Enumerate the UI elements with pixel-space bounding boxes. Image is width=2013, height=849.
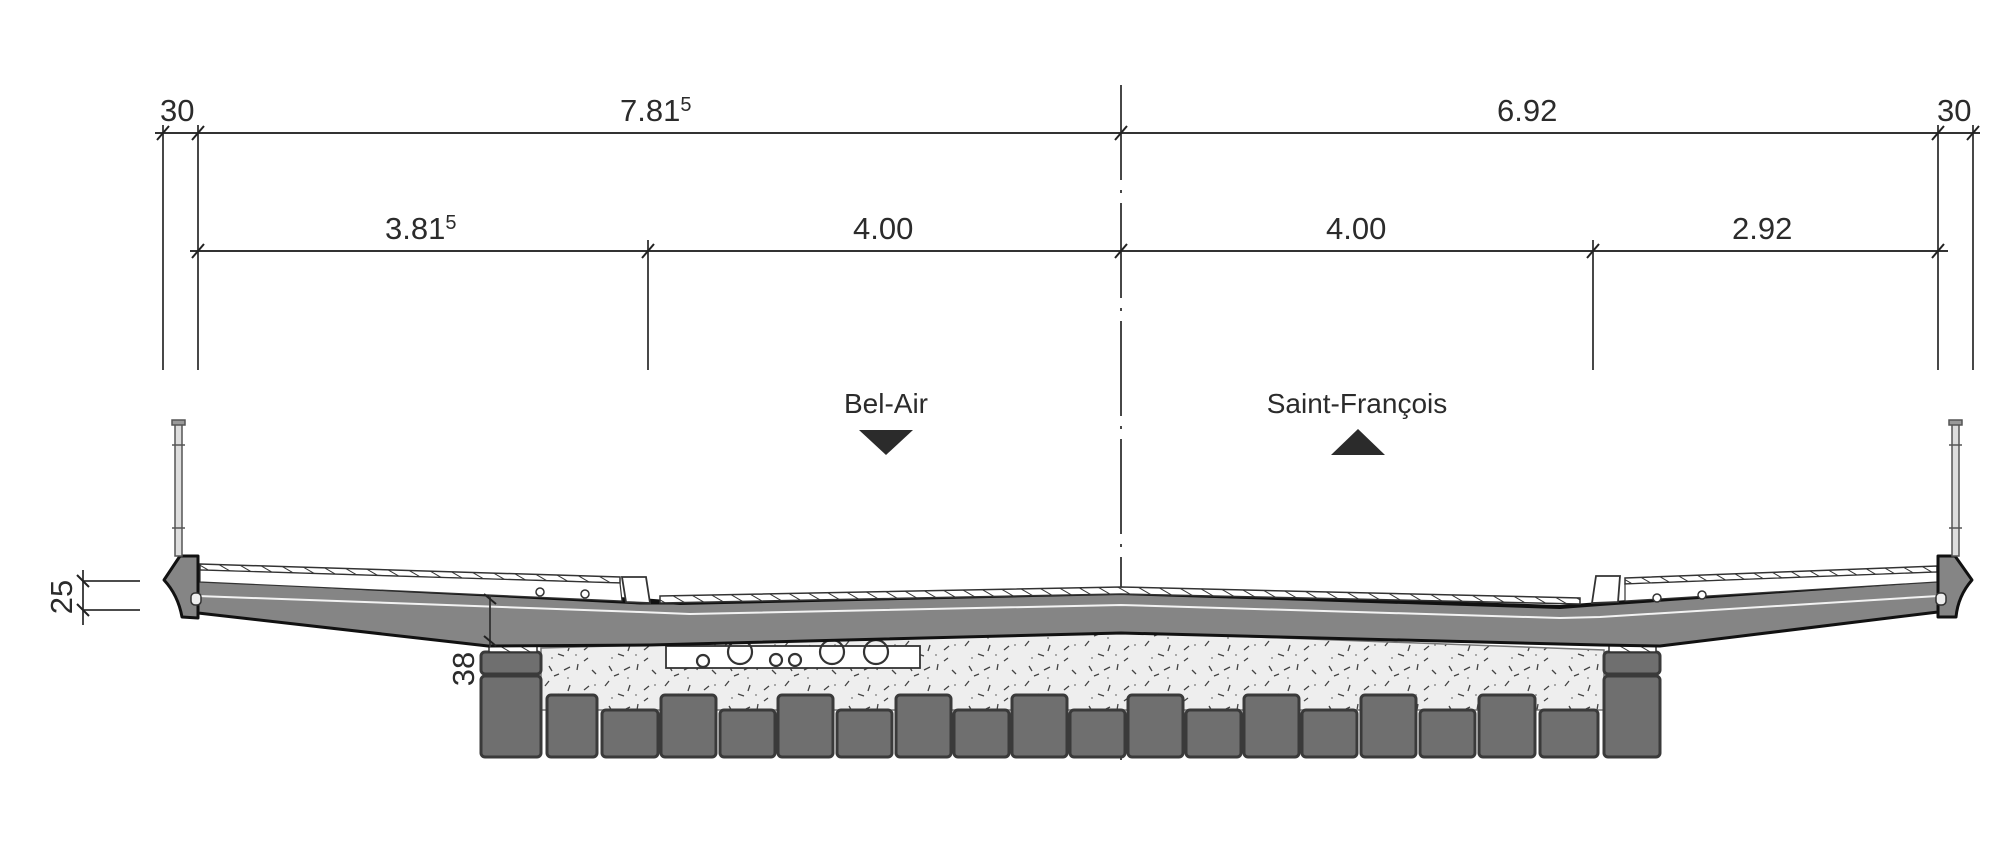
- curb-right: [1590, 575, 1621, 604]
- dim-left-span: 7.815: [620, 93, 691, 128]
- extension-lines: [162, 125, 1974, 370]
- up-triangle-icon: [1331, 429, 1385, 455]
- direction-label-saint-francois: Saint-François: [1267, 388, 1448, 419]
- dim-lane-right: 4.00: [1326, 211, 1386, 246]
- dim-right-span: 6.92: [1497, 93, 1557, 128]
- dim-left-edge: 30: [160, 93, 194, 128]
- utility-duct-void: [665, 645, 921, 669]
- dim-lane-left: 4.00: [853, 211, 913, 246]
- down-triangle-icon: [859, 430, 913, 455]
- direction-label-bel-air: Bel-Air: [844, 388, 928, 419]
- dim-vertical-edge-beam: [76, 570, 140, 625]
- asphalt-layer: [659, 586, 1581, 605]
- curb-left: [620, 576, 652, 604]
- dim-deck-depth: 38: [446, 652, 481, 686]
- dimension-row-top: [155, 125, 1980, 141]
- edge-beam-left: [162, 554, 200, 620]
- drain-right: [1935, 592, 1947, 606]
- dim-sidewalk-right: 2.92: [1732, 211, 1792, 246]
- railing-left: [171, 419, 186, 557]
- dim-sidewalk-left: 3.815: [385, 211, 456, 246]
- drain-left: [190, 592, 202, 606]
- railing-right: [1948, 419, 1963, 557]
- dimension-row-second: [190, 243, 1948, 259]
- pile-row: [479, 650, 1662, 759]
- dim-edge-beam-thickness: 25: [44, 580, 79, 614]
- sidewalk-left: [199, 569, 623, 602]
- deck-inner-line: [197, 595, 1939, 620]
- edge-beam-right: [1936, 554, 1974, 619]
- sidewalk-conduits: [535, 587, 1707, 603]
- dim-vertical-deck-depth: [483, 593, 497, 647]
- dim-right-edge: 30: [1937, 93, 1971, 128]
